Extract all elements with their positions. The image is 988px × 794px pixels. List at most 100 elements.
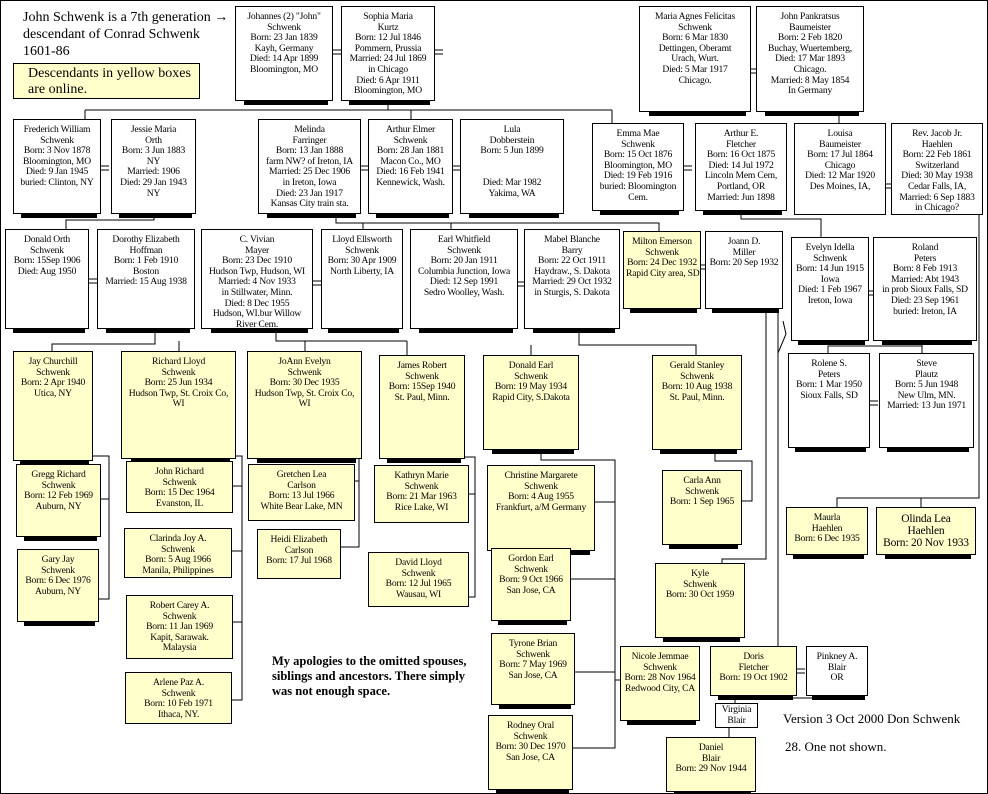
person-name: Earl Whitfield	[437, 234, 491, 245]
person-name: Doris	[743, 651, 764, 662]
person-surname: Carlson	[287, 479, 316, 491]
person-surname: Peters	[817, 368, 841, 380]
person-detail: Chicago	[824, 159, 856, 171]
person-detail: Born: 23 Jan 1839	[250, 32, 318, 44]
person-surname: Dobberstein	[489, 134, 535, 146]
person-detail: Died: 12 Mar 1920	[805, 170, 875, 182]
person-detail: Born: 29 Nov 1944	[675, 763, 747, 775]
generation-note: John Schwenk is a 7th generation → desce…	[23, 9, 228, 60]
person-surname: Carlson	[284, 544, 314, 556]
person-name: Pinkney A.	[816, 651, 858, 662]
person-detail: Born: 28 Nov 1964	[624, 672, 696, 684]
person-detail: Married: Jun 1898	[707, 191, 775, 203]
person-detail: Born: 20 Jan 1911	[430, 255, 498, 267]
person-surname: Schwenk	[161, 366, 196, 378]
person-name: Milton Emerson	[632, 236, 692, 247]
person-detail: Haydraw., S. Dakota	[534, 265, 610, 277]
person-surname: Baumeister	[819, 138, 861, 150]
person-detail: Died: 8 Dec 1955	[224, 297, 290, 309]
person-detail: Born: 28 Jan 1881	[376, 145, 445, 157]
person-surname: Mayer	[244, 244, 270, 256]
person-detail: Born: 1 Mar 1950	[796, 379, 862, 391]
person-name: Mabel Blanche	[544, 234, 600, 245]
person-surname: Peters	[913, 252, 937, 264]
person-surname: Schwenk	[30, 244, 64, 256]
person-detail: Married: Abt 1943	[890, 273, 959, 285]
person-detail: WI	[298, 398, 311, 410]
person-surname: Schwenk	[41, 479, 76, 491]
person-name: JoAnn Evelyn	[278, 356, 331, 367]
person-name: Frederich William	[23, 124, 91, 135]
person-surname: Kurtz	[377, 21, 399, 33]
person-detail: Died: 6 Apr 1911	[356, 74, 420, 86]
person-name: Rolene S.	[811, 358, 847, 369]
person-detail: Died: 29 Jan 1943	[120, 176, 187, 188]
person-name: Christine Margarete	[504, 470, 578, 481]
person-detail: Rapid City area, SD	[626, 267, 700, 279]
person-detail: Born: 1 Sep 1965	[669, 496, 735, 508]
person-surname: Blair	[827, 661, 847, 673]
person-name: Lula	[503, 124, 521, 135]
person-surname: Hoffman	[129, 244, 163, 256]
person-name: Clarinda Joy A.	[149, 533, 207, 544]
person-detail: Died: Mar 1982	[482, 176, 542, 188]
marriage-double-line	[313, 280, 321, 286]
person-surname: Schwenk	[513, 730, 548, 742]
person-detail: Died: 9 Jan 1945	[25, 166, 89, 178]
person-surname: Schwenk	[404, 480, 439, 492]
person-detail: Born: 5 Jun 1899	[480, 145, 544, 157]
person-name: John Pankratsus	[780, 11, 840, 22]
person-detail: Died: 23 Sep 1961	[890, 294, 960, 306]
person-surname: Schwenk	[680, 370, 714, 382]
person-detail: Auburn, NY	[35, 585, 81, 597]
person-detail: San Jose, CA	[505, 751, 556, 763]
person-detail: Kennewick, Wash.	[376, 176, 445, 188]
person-detail: Born: 11 Jan 1969	[146, 621, 213, 633]
person-detail: Born: 17 Jul 1864	[807, 149, 873, 161]
apology-line: My apologies to the omitted spouses,	[272, 654, 467, 668]
person-detail: Born: 20 Sep 1932	[709, 257, 779, 269]
person-detail: Died: Aug 1950	[17, 265, 77, 277]
marriage-double-line	[435, 49, 443, 55]
person-detail: WI	[172, 398, 185, 410]
person-detail: Born: 12 Jul 1965	[385, 578, 452, 590]
person-detail: Cedar Falls, IA,	[907, 180, 967, 192]
